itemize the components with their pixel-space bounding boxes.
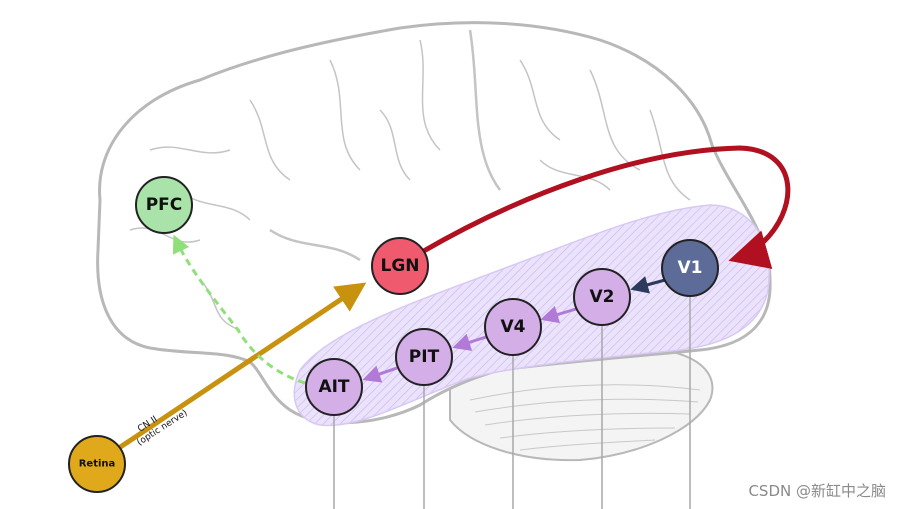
cerebellum (449, 346, 714, 462)
recording-lines (333, 293, 691, 509)
v4-to-pit-arrow (452, 333, 487, 351)
node-v4: V4 (484, 298, 542, 356)
optic-nerve-arrow (96, 282, 367, 465)
svg-text:V1: V1 (678, 258, 703, 278)
svg-text:PIT: PIT (409, 347, 440, 367)
node-lgn: LGN (371, 237, 429, 295)
watermark: CSDN @新缸中之脑 (748, 482, 886, 500)
node-retina: Retina (68, 435, 126, 493)
svg-text:V4: V4 (501, 317, 526, 337)
node-v1: V1 (661, 239, 719, 297)
svg-text:LGN: LGN (380, 256, 419, 276)
node-ait: AIT (305, 358, 363, 416)
node-pit: PIT (395, 328, 453, 386)
pit-to-ait-arrow (362, 365, 398, 383)
node-v2: V2 (573, 268, 631, 326)
feedback-arrow (172, 234, 306, 385)
v2-to-v4-arrow (540, 305, 577, 324)
v1-to-v2-arrow (630, 276, 666, 294)
svg-text:AIT: AIT (318, 377, 349, 397)
svg-text:Retina: Retina (79, 459, 116, 470)
node-pfc: PFC (135, 176, 193, 234)
svg-text:PFC: PFC (146, 195, 183, 215)
svg-text:V2: V2 (590, 287, 615, 307)
lgn-to-v1-arrow (420, 145, 791, 269)
